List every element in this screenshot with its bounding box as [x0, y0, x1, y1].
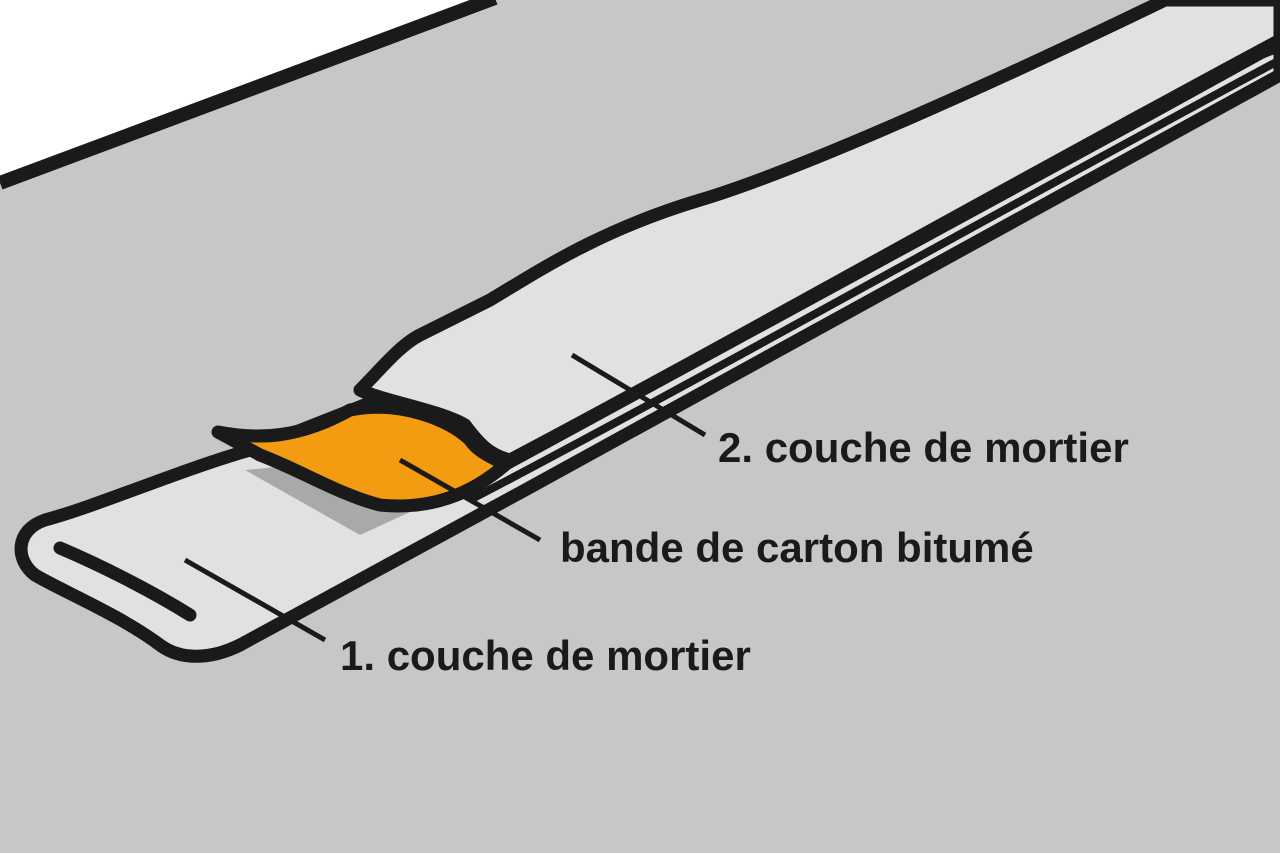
label-bitumen-strip: bande de carton bitumé [560, 524, 1034, 571]
first-layer-side [468, 56, 1280, 504]
second-mortar-layer [353, 0, 1280, 467]
second-layer-side [498, 41, 1280, 474]
leader-strip [398, 457, 542, 543]
label-second-mortar-layer: 2. couche de mortier [718, 424, 1129, 471]
label-first-mortar-layer: 1. couche de mortier [340, 632, 751, 679]
leader-second-layer [570, 352, 707, 438]
leader-first-layer [183, 557, 327, 643]
strip-shadow [245, 465, 410, 535]
first-layer-fold [53, 541, 197, 622]
edge-line [0, 0, 498, 190]
